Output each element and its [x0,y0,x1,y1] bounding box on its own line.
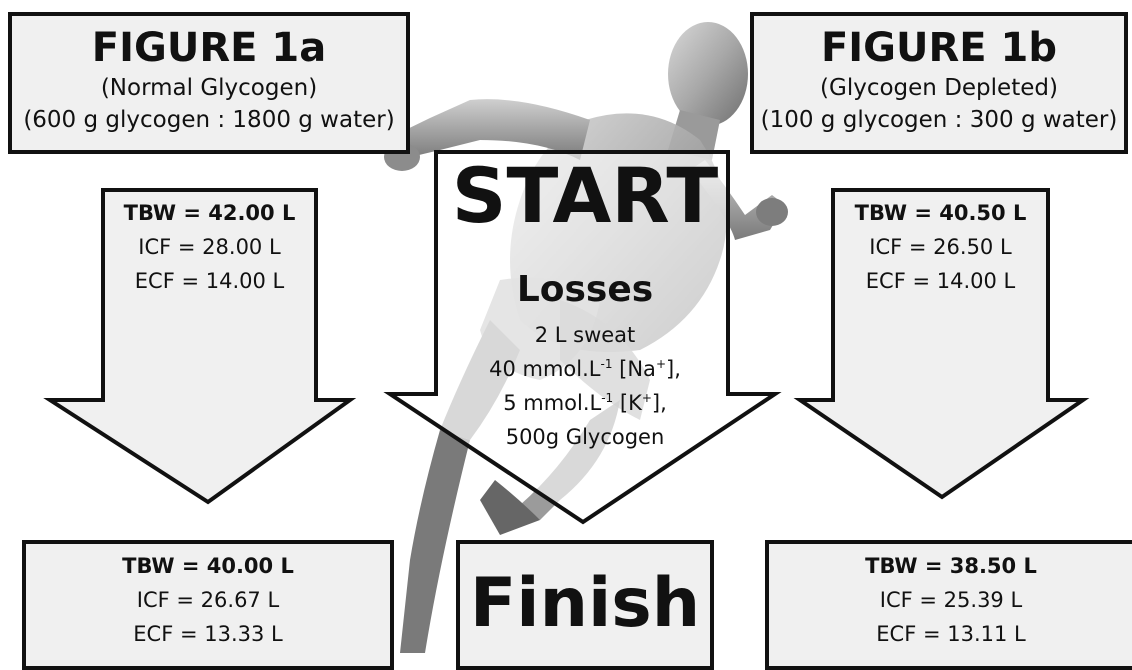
start-label: START [451,151,719,240]
figure-1a-start-ecf: ECF = 14.00 L [134,269,285,293]
arrow-left-down [43,188,357,505]
figure-1b-finish-icf: ICF = 25.39 L [879,588,1023,612]
losses-glycogen: 500g Glycogen [505,425,665,449]
figure-1a-finish-box: TBW = 40.00 L ICF = 26.67 L ECF = 13.33 … [22,540,394,670]
losses-potassium: 5 mmol.L-1 [K+], [503,391,667,415]
figure-1a-subtitle: (Normal Glycogen) [100,75,318,101]
figure-1a-start-tbw: TBW = 42.00 L [123,201,296,225]
figure-1a-start-stats: TBW = 42.00 L ICF = 28.00 L ECF = 14.00 … [103,196,316,298]
figure-1a-ratio: (600 g glycogen : 1800 g water) [23,107,395,133]
figure-1b-start-ecf: ECF = 14.00 L [865,269,1016,293]
arrows-layer [43,150,1090,525]
figure-1b-finish-tbw: TBW = 38.50 L [865,554,1037,578]
figure-1b-start-stats: TBW = 40.50 L ICF = 26.50 L ECF = 14.00 … [833,196,1048,298]
figure-1b-start-tbw: TBW = 40.50 L [854,201,1027,225]
arrow-right-down [793,188,1090,500]
figure-1a-header: FIGURE 1a (Normal Glycogen) (600 g glyco… [8,12,410,154]
finish-box: Finish [456,540,714,670]
figure-1b-finish-ecf: ECF = 13.11 L [876,622,1026,646]
figure-1b-title: FIGURE 1b [820,25,1058,71]
losses-sodium: 40 mmol.L-1 [Na+], [489,357,681,381]
figure-1b-header: FIGURE 1b (Glycogen Depleted) (100 g gly… [750,12,1128,154]
figure-1a-finish-tbw: TBW = 40.00 L [122,554,294,578]
arrow-center-down [383,150,782,525]
figure-1b-ratio: (100 g glycogen : 300 g water) [760,107,1118,133]
losses-details: 2 L sweat 40 mmol.L-1 [Na+], 5 mmol.L-1 … [390,318,780,454]
figure-1a-title: FIGURE 1a [91,25,327,71]
figure-1b-finish-box: TBW = 38.50 L ICF = 25.39 L ECF = 13.11 … [765,540,1132,670]
diagram-stage: FIGURE 1a (Normal Glycogen) (600 g glyco… [8,12,1132,670]
figure-1a-start-icf: ICF = 28.00 L [138,235,281,259]
figure-1b-start-icf: ICF = 26.50 L [869,235,1012,259]
figure-1a-finish-ecf: ECF = 13.33 L [133,622,283,646]
losses-label: Losses [516,269,654,310]
finish-label: Finish [469,564,701,643]
figure-1a-finish-icf: ICF = 26.67 L [136,588,280,612]
figure-1b-subtitle: (Glycogen Depleted) [820,75,1058,101]
losses-sweat: 2 L sweat [534,323,636,347]
